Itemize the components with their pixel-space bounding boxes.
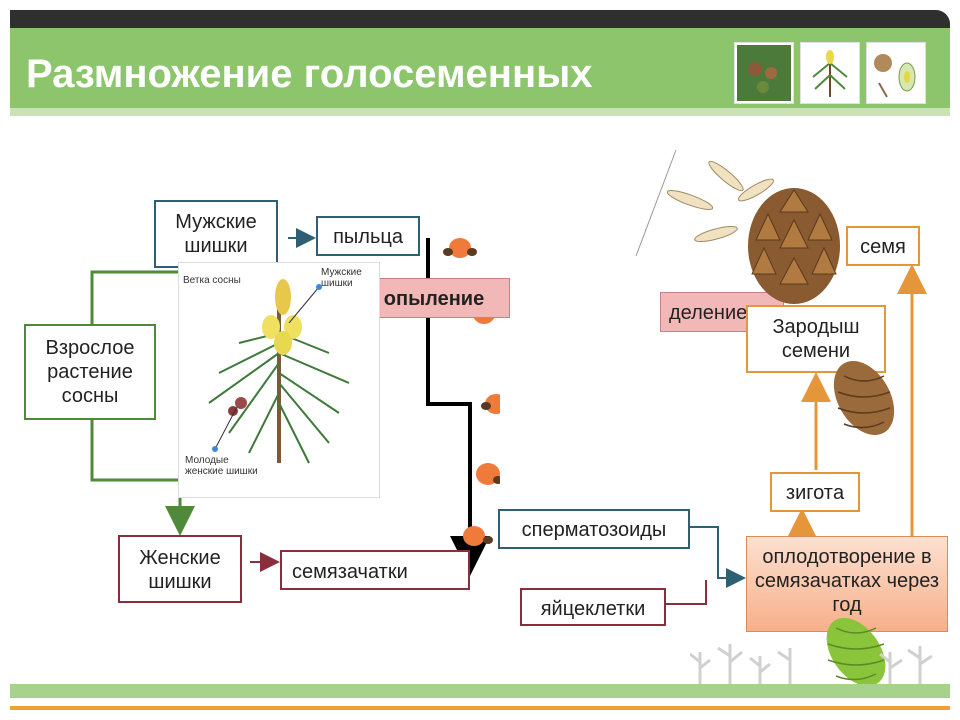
- footer-line: [10, 706, 950, 710]
- pine-branch-illustration: Ветка сосны Мужские шишки Молодые женски…: [178, 262, 380, 498]
- closed-cone-icon: [833, 361, 895, 435]
- winged-seed-icon: [666, 160, 774, 242]
- pollen-grain-1: [443, 238, 477, 258]
- seeds-and-open-cone: [666, 160, 840, 304]
- pollen-grain-4: [476, 463, 500, 485]
- footer-bar: [10, 684, 950, 698]
- banner-shadow: [10, 108, 950, 116]
- page-title: Размножение голосеменных: [26, 52, 593, 96]
- thumbnail-pine-drawing: [800, 42, 860, 104]
- adult-plant-box: Взрослое растение сосны: [24, 324, 156, 420]
- embryo-box: Зародыш семени: [746, 305, 886, 373]
- young-green-cone-icon: [826, 617, 886, 687]
- pollination-box: опыление: [358, 278, 510, 318]
- open-pine-cone-icon: [748, 188, 840, 304]
- ovules-box: семязачатки: [280, 550, 470, 590]
- female-cones-box: Женские шишки: [118, 535, 242, 603]
- fertilization-box: оплодотворение в семязачатках через год: [746, 536, 948, 632]
- female-cones-label: Молодые женские шишки: [185, 455, 258, 477]
- male-cones-label: Мужские шишки: [321, 267, 362, 289]
- seed-box: семя: [846, 226, 920, 266]
- eggs-box: яйцеклетки: [520, 588, 666, 626]
- sperm-box: сперматозоиды: [498, 509, 690, 549]
- pollen-grain-5: [463, 526, 493, 546]
- seedlings-decoration: [690, 644, 933, 688]
- top-bar: [10, 10, 950, 28]
- male-cones-box: Мужские шишки: [154, 200, 278, 268]
- pollen-grain-3: [481, 394, 500, 414]
- zygote-box: зиготa: [770, 472, 860, 512]
- branch-label: Ветка сосны: [183, 275, 241, 286]
- pollen-box: пыльца: [316, 216, 420, 256]
- thumbnail-pine-branch: [734, 42, 794, 104]
- thumbnail-seed-stages: [866, 42, 926, 104]
